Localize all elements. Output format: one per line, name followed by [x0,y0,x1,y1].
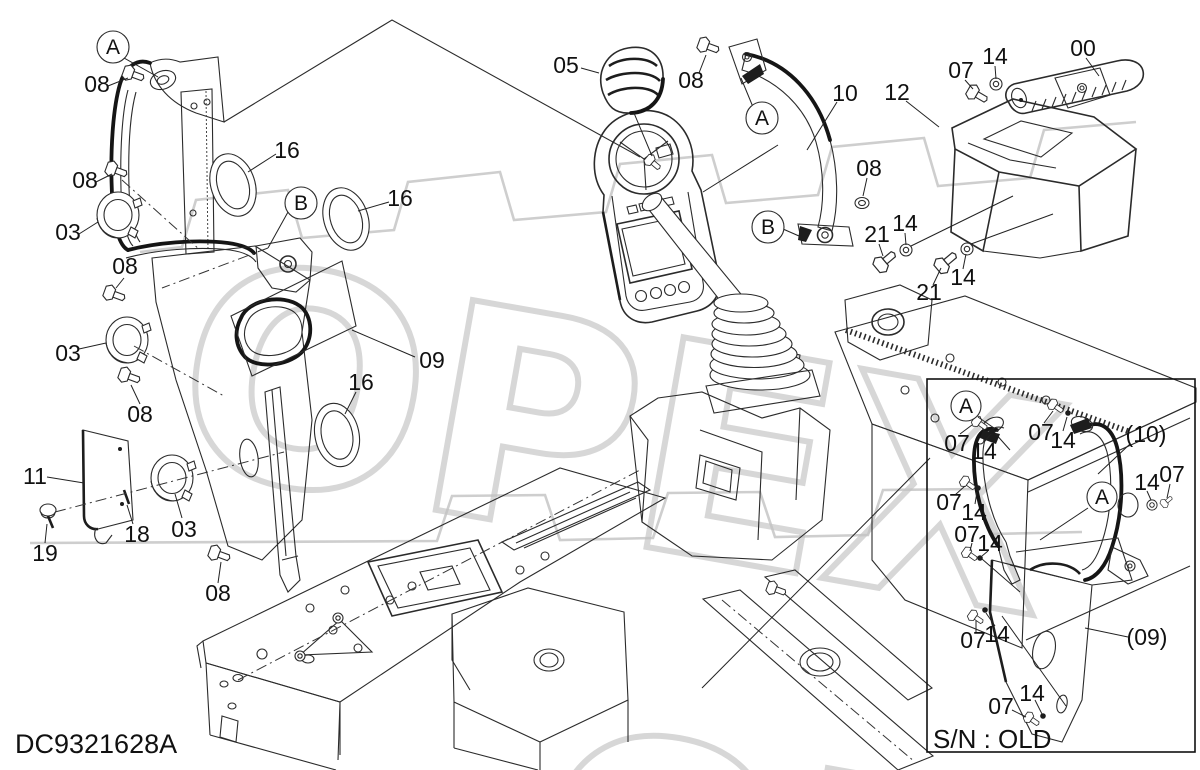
callout-18: 18 [124,521,150,547]
inset-detail-box [926,378,1196,753]
washer-14 [960,242,974,256]
callout-16: 16 [274,137,300,163]
knob-03 [105,316,152,364]
callout-03: 03 [171,516,197,542]
callout-14: 14 [892,210,918,236]
inset-callout-07: 07 [988,693,1014,719]
callout-08: 08 [112,253,138,279]
callout-14: 14 [950,264,976,290]
frame-nut [294,650,306,662]
inset-callout-07: 07 [936,489,962,515]
callout-05: 05 [553,52,579,78]
detail-circle-B: B [294,192,308,215]
inset-callout-09: (09) [1127,624,1168,650]
callout-21: 21 [916,279,942,305]
callout-16: 16 [348,369,374,395]
inset-fasteners [957,396,1176,730]
floor-frame [196,284,1197,770]
inset-callout-10: (10) [1126,421,1167,447]
nut-08 [854,196,870,210]
inset-callout-07: 07 [1159,461,1185,487]
callout-08: 08 [84,71,110,97]
callout-21: 21 [864,221,890,247]
bolt-08 [101,282,129,307]
bolt-08 [116,364,144,389]
joystick [641,192,821,414]
pin-19 [39,503,57,529]
leader-lines [44,19,1100,584]
callout-labels: 08 16 16 08 03 08 03 08 11 19 18 03 16 0… [23,35,1096,606]
bolt-21 [870,245,901,276]
bolt-08 [695,34,723,59]
detail-circle-A-inset: A [959,395,973,418]
watermark-text-2: ОРЕХ [508,663,1200,770]
inset-callout-labels: 07 14 07 14 (10) 14 07 07 14 07 14 07 14… [933,419,1185,754]
inset-callout-14: 14 [961,499,987,525]
drawing-code: DC9321628A [15,729,177,759]
detail-circles: A A B B A A [96,30,1118,513]
callout-03: 03 [55,219,81,245]
callout-14: 14 [982,43,1008,69]
serial-note: S/N : OLD [933,724,1051,754]
frame-nut [332,612,344,624]
monitor-bolt [641,152,665,174]
bolt-08 [103,158,131,183]
callout-12: 12 [884,79,910,105]
detail-circle-A: A [106,36,120,59]
inset-callout-07: 07 [954,521,980,547]
detail-circle-A: A [755,107,769,130]
inset-callout-14: 14 [977,530,1003,556]
vent-cap-05 [599,46,665,157]
detail-circle-B: B [761,216,775,239]
callout-08: 08 [856,155,882,181]
inset-callout-14: 14 [1019,680,1045,706]
callout-08: 08 [127,401,153,427]
callout-19: 19 [32,540,58,566]
pin-18 [122,489,131,505]
callout-08: 08 [205,580,231,606]
bolt-08 [120,62,148,87]
callout-00: 00 [1070,35,1096,61]
knob-03 [96,191,143,239]
bracket-10 [728,38,854,247]
inset-callout-14: 14 [1134,469,1160,495]
callout-16: 16 [387,185,413,211]
callout-09: 09 [419,347,445,373]
washer-14 [899,243,913,257]
callout-08: 08 [678,67,704,93]
inset-callout-07: 07 [960,627,986,653]
inset-callout-14: 14 [984,621,1010,647]
washer-14 [989,77,1003,91]
inset-bracket-right [1070,415,1149,585]
inset-callout-07: 07 [1028,419,1054,445]
detail-circle-A-inset: A [1095,486,1109,509]
callout-08: 08 [72,167,98,193]
callout-07: 07 [948,57,974,83]
armrest-00 [1005,59,1145,115]
callout-11: 11 [23,463,47,489]
inset-leaders [954,410,1171,718]
callout-10: 10 [832,80,858,106]
inset-callout-14: 14 [1050,427,1076,453]
inset-panel-09 [988,537,1133,743]
callout-03: 03 [55,340,81,366]
inset-callout-14: 14 [971,438,997,464]
bolt-07 [963,82,992,108]
inset-callout-07: 07 [944,430,970,456]
